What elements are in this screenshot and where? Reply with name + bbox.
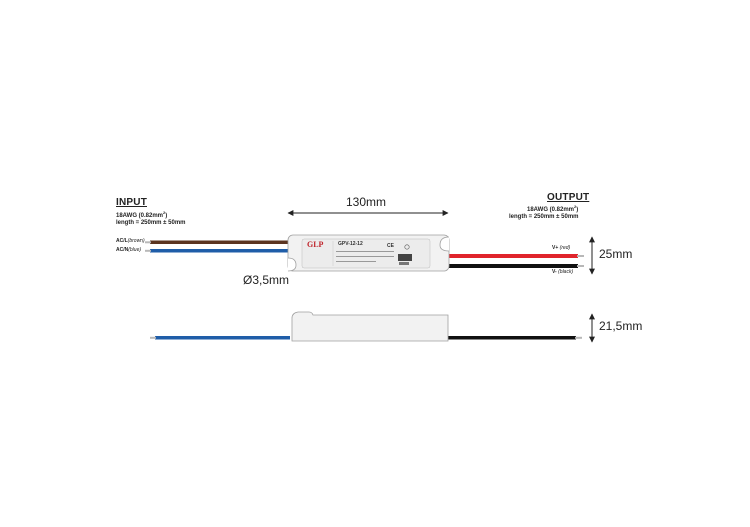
- side-wire-black: [446, 336, 576, 340]
- dim-height-label: 21,5mm: [599, 319, 643, 333]
- device-brand-logo: GLP: [307, 240, 324, 249]
- output-wire-black: [446, 264, 578, 268]
- device-ce-mark: CE: [387, 243, 394, 249]
- output-wire-red-code: V+: [552, 245, 559, 251]
- output-wire-red-label: V+ (red): [552, 246, 570, 251]
- output-title: OUTPUT: [547, 192, 590, 203]
- output-wire-black-color-label: (black): [558, 269, 574, 275]
- device-body-side: [291, 311, 449, 342]
- input-wire-brown: [150, 240, 290, 244]
- input-wire-blue-code: AC/N: [116, 247, 129, 253]
- output-wire-black-tip: [577, 265, 584, 267]
- device-spec-lines: [336, 251, 394, 252]
- input-gauge-prefix: 18AWG (0.82mm: [116, 213, 164, 219]
- input-wire-blue-label: AC/N(blue): [116, 248, 141, 253]
- mounting-notch-right: [439, 236, 450, 252]
- dim-length-label: 130mm: [346, 195, 387, 209]
- input-wire-brown-tip: [145, 241, 151, 244]
- input-title: INPUT: [116, 197, 147, 208]
- device-cert-mark: [404, 244, 410, 250]
- output-wire-red: [446, 254, 578, 258]
- output-wire-red-tip: [577, 255, 584, 257]
- output-wire-black-label: V- (black): [552, 270, 573, 275]
- output-gauge: 18AWG (0.82mm2): [527, 204, 579, 214]
- input-wire-blue: [150, 249, 290, 253]
- side-wire-blue-tip: [150, 336, 156, 339]
- input-gauge-suffix: ): [165, 213, 168, 219]
- dim-width-label: 25mm: [599, 247, 633, 261]
- output-wire-black-code: V-: [552, 269, 557, 275]
- input-wire-blue-color-label: (blue): [128, 247, 142, 253]
- output-gauge-suffix: ): [576, 207, 579, 213]
- dim-cable-diameter-label: Ø3,5mm: [243, 273, 290, 287]
- input-gauge: 18AWG (0.82mm2): [116, 210, 168, 220]
- output-length: length = 250mm ± 50mm: [509, 214, 579, 220]
- output-gauge-sup: 2: [574, 204, 577, 209]
- output-wire-red-color-label: (red): [559, 245, 571, 251]
- input-gauge-sup: 2: [163, 210, 166, 215]
- input-wire-brown-color-label: (brown): [127, 238, 145, 244]
- input-length: length = 250mm ± 50mm: [116, 220, 186, 226]
- device-model: GPV-12-12: [338, 241, 363, 247]
- side-wire-black-tip: [575, 336, 582, 339]
- side-wire-blue: [155, 336, 290, 340]
- input-wire-brown-label: AC/L(brown): [116, 239, 145, 244]
- output-gauge-prefix: 18AWG (0.82mm: [527, 207, 575, 213]
- input-wire-brown-code: AC/L: [116, 238, 128, 244]
- input-wire-blue-tip: [145, 249, 151, 252]
- mounting-notch-left: [287, 257, 297, 272]
